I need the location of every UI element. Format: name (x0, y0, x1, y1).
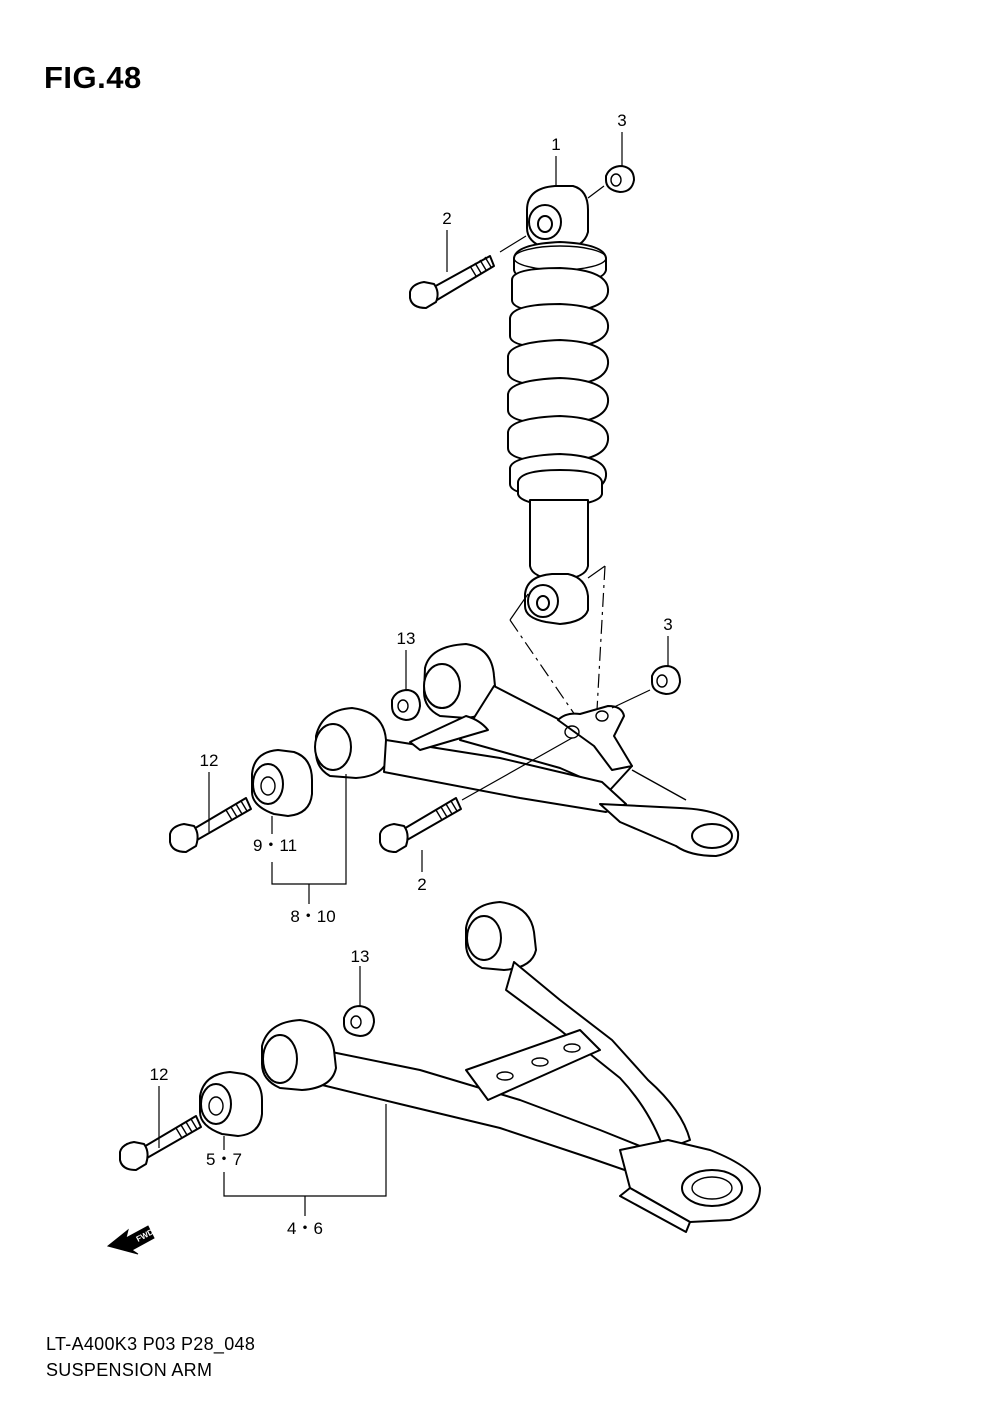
callout-nut-shock-top: 3 (617, 111, 626, 130)
callout-shock-absorber: 1 (551, 135, 560, 154)
callout-upper-bushing-set: 9・11 (253, 836, 297, 855)
nut-upper-bushing-part[interactable] (391, 689, 421, 721)
lower-arm-part[interactable] (261, 901, 761, 1233)
bolt-lower-arm-pivot-part[interactable] (119, 1115, 202, 1171)
callout-bolt-lower-arm-pivot: 12 (150, 1065, 169, 1084)
callout-lower-arm-set: 4・6 (287, 1219, 323, 1238)
callout-nut-upper-bushing: 13 (397, 629, 416, 648)
callout-bolt-shock-bottom: 2 (417, 875, 426, 894)
callout-nut-lower-bushing: 13 (351, 947, 370, 966)
callout-upper-arm-set: 8・10 (290, 907, 335, 926)
upper-arm-part[interactable] (314, 643, 740, 857)
upper-bushing-part[interactable] (251, 749, 313, 817)
nut-shock-top-part[interactable] (605, 165, 635, 193)
lower-bushing-part[interactable] (199, 1071, 263, 1137)
nut-lower-bushing-part[interactable] (343, 1005, 375, 1037)
callout-bolt-upper-arm-pivot: 12 (200, 751, 219, 770)
callout-nut-upper-arm: 3 (663, 615, 672, 634)
forward-arrow-icon: FWD (106, 1225, 155, 1255)
shock-absorber-part[interactable] (507, 185, 610, 625)
bolt-upper-arm-pivot-part[interactable] (169, 797, 252, 853)
figure-title: FIG.48 (44, 60, 142, 95)
callout-lower-bushing-set: 5・7 (206, 1150, 242, 1169)
bolt-shock-bottom-part[interactable] (379, 797, 462, 853)
bolt-shock-top-part[interactable] (409, 255, 495, 309)
footer-section-name: SUSPENSION ARM (46, 1360, 213, 1380)
footer-model-code: LT-A400K3 P03 P28_048 (46, 1334, 256, 1354)
callout-bolt-shock-top: 2 (442, 209, 451, 228)
nut-upper-arm-part[interactable] (651, 665, 681, 695)
